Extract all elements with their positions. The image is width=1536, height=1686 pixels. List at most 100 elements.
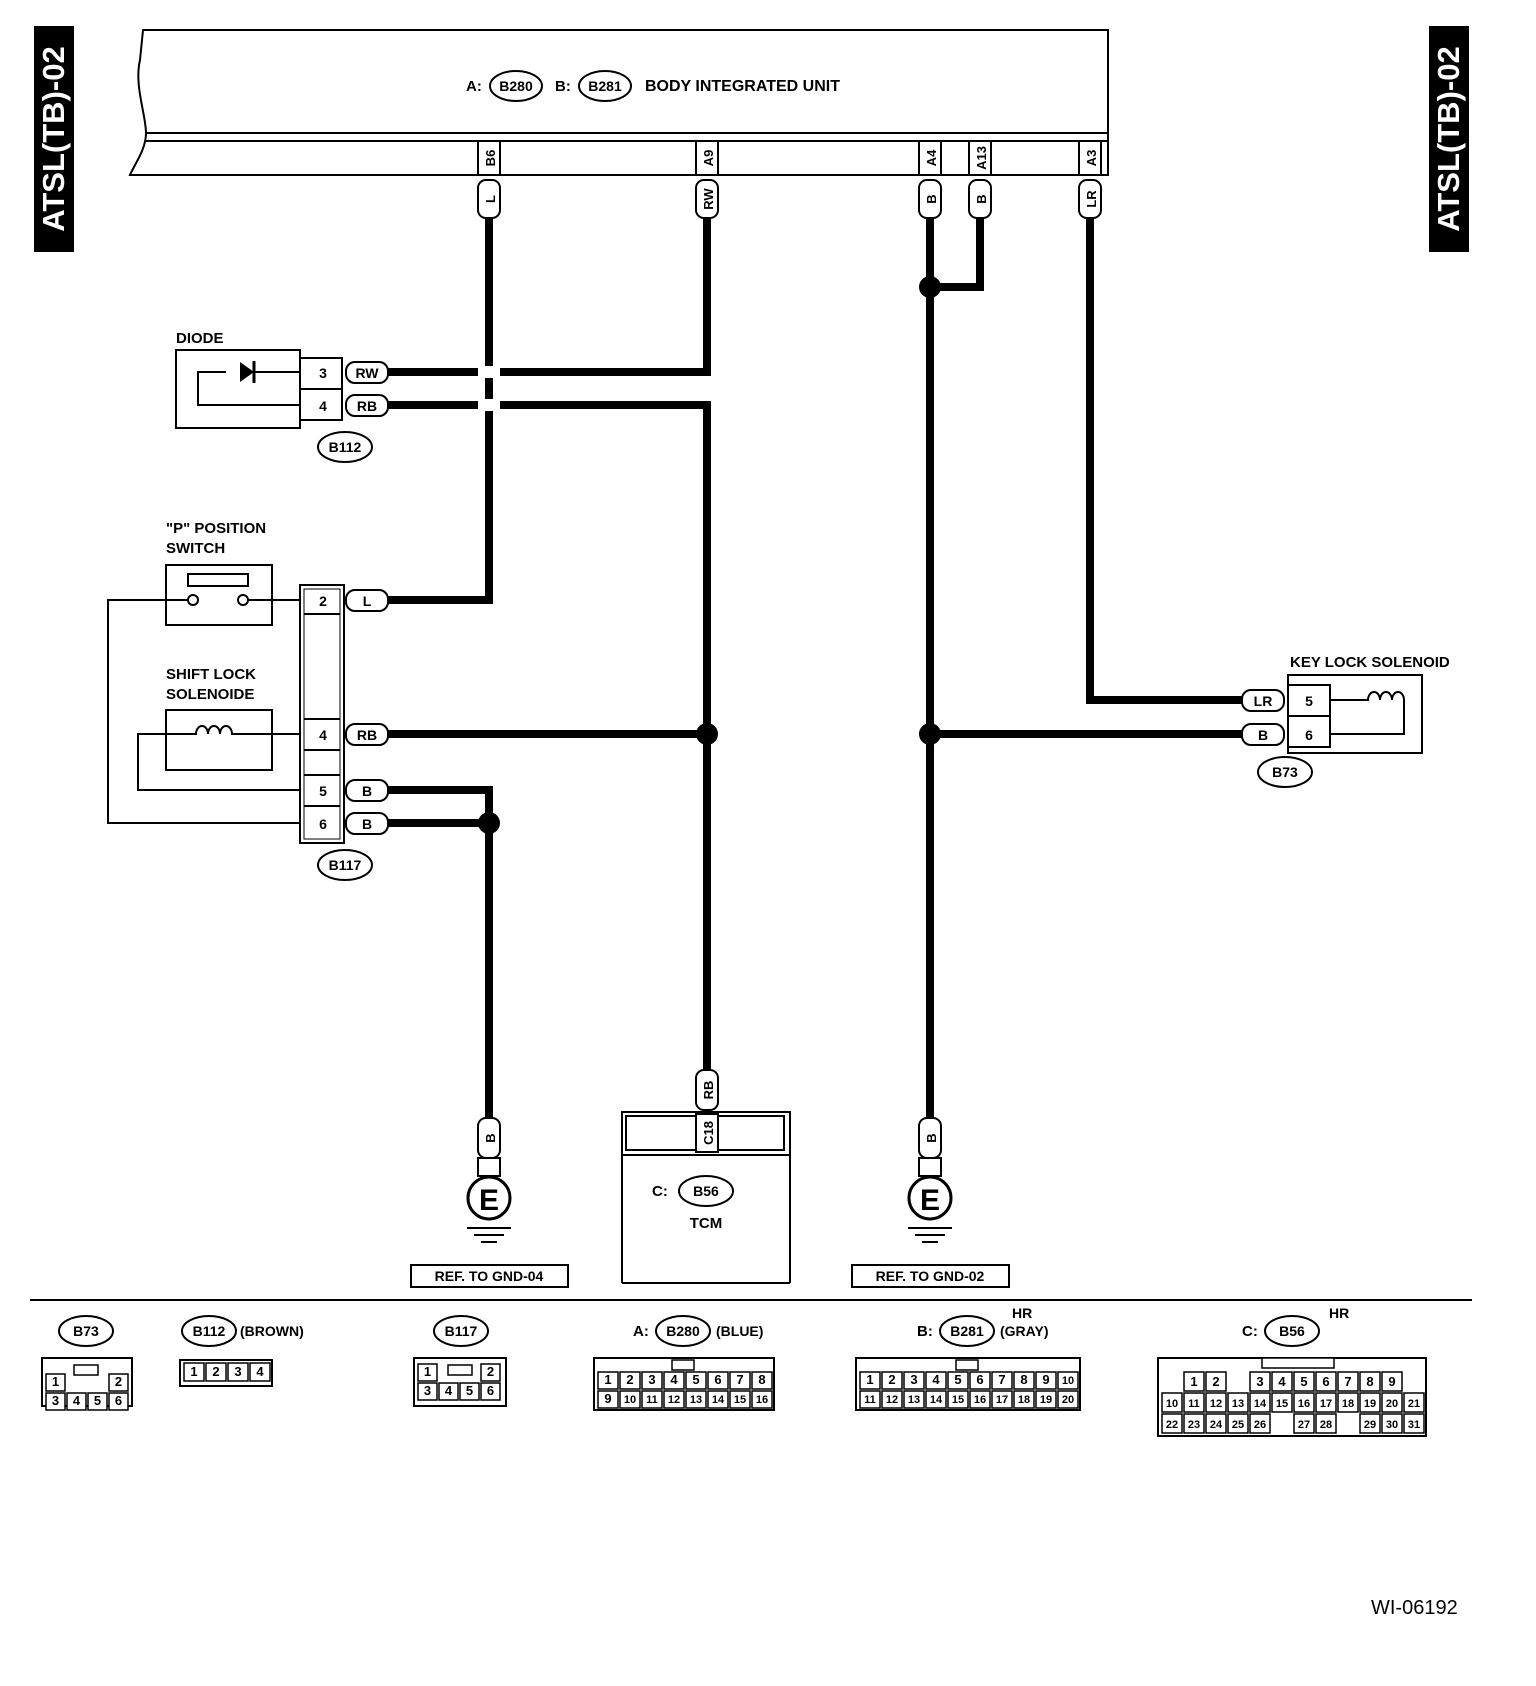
- p-switch-label-1: "P" POSITION: [166, 520, 266, 537]
- pin-number: 3: [1256, 1374, 1263, 1389]
- pin-cell: [1057, 1371, 1079, 1390]
- pin-cell: [1227, 1392, 1249, 1413]
- pin-number: 6: [714, 1372, 721, 1387]
- svg-text:B: B: [924, 194, 939, 203]
- pin-cell: [707, 1390, 729, 1409]
- pin-cell: [1161, 1392, 1183, 1413]
- b117-pin-4: 4: [319, 727, 327, 743]
- pin-cell: [108, 1373, 129, 1392]
- diode-icon: [240, 362, 254, 382]
- pin-cell: [903, 1390, 925, 1409]
- key-lock-solenoid: KEY LOCK SOLENOID 5 6 LR B B73: [1241, 654, 1450, 788]
- pin-number: 6: [1322, 1374, 1329, 1389]
- pin-number: 4: [1278, 1374, 1286, 1389]
- pin-cell: [1315, 1413, 1337, 1434]
- gnd02-symbol: E: [920, 1184, 940, 1217]
- unit-terminal-a3: A3: [1078, 140, 1102, 176]
- pin-number: 20: [1062, 1394, 1074, 1406]
- svg-text:(BROWN): (BROWN): [240, 1323, 304, 1339]
- b73-connector-label: B73: [1272, 764, 1298, 780]
- diode-wire-rw: RW: [355, 365, 379, 381]
- ground-gnd02: B E REF. TO GND-02: [851, 1117, 1010, 1288]
- pin-cell: [881, 1371, 903, 1390]
- pin-number: 2: [1212, 1374, 1219, 1389]
- pin-number: 4: [256, 1364, 264, 1379]
- svg-text:B73: B73: [73, 1323, 99, 1339]
- b117-wire-l: L: [363, 593, 372, 609]
- switch-contact-icon: [187, 594, 199, 606]
- pin-cell: [729, 1390, 751, 1409]
- pin-cell: [1183, 1392, 1205, 1413]
- pin-cell: [45, 1373, 66, 1392]
- pin-number: 4: [670, 1372, 678, 1387]
- pin-cell: [1205, 1392, 1227, 1413]
- pin-number: 25: [1232, 1419, 1244, 1431]
- unit-terminal-a13: A13: [968, 140, 992, 176]
- pin-cell: [859, 1371, 881, 1390]
- svg-text:A:: A:: [633, 1323, 649, 1340]
- pin-number: 18: [1342, 1398, 1354, 1410]
- pin-number: 1: [1190, 1374, 1197, 1389]
- pin-cell: [1227, 1413, 1249, 1434]
- gnd04-wire: B: [483, 1133, 498, 1142]
- pin-number: 8: [1366, 1374, 1373, 1389]
- pin-cell: [685, 1390, 707, 1409]
- pin-number: 9: [1388, 1374, 1395, 1389]
- pin-number: 13: [690, 1394, 702, 1406]
- pin-number: 14: [930, 1394, 943, 1406]
- diode-pin-4: 4: [319, 398, 327, 414]
- pin-number: 6: [976, 1372, 983, 1387]
- pin-cell: [707, 1371, 729, 1390]
- shift-lock-label-2: SOLENOIDE: [166, 686, 254, 703]
- unit-pin-a3: A3: [1084, 150, 1099, 167]
- pin-number: 10: [1166, 1398, 1178, 1410]
- pin-number: 9: [1042, 1372, 1049, 1387]
- pin-cell: [1249, 1413, 1271, 1434]
- pin-number: 3: [648, 1372, 655, 1387]
- pin-cell: [1013, 1390, 1035, 1409]
- tcm-component: RB C18 C: B56 TCM: [621, 1069, 791, 1284]
- pin-cell: [1359, 1371, 1381, 1392]
- pin-number: 11: [646, 1394, 658, 1406]
- svg-text:B280: B280: [666, 1323, 700, 1339]
- pin-cell: [1293, 1413, 1315, 1434]
- pin-number: 2: [212, 1364, 219, 1379]
- pin-number: 7: [1344, 1374, 1351, 1389]
- pin-cell: [438, 1382, 459, 1401]
- connector-b117: 2 4 5 6 L RB B B B117: [299, 584, 389, 881]
- pin-cell: [480, 1363, 501, 1382]
- wire-label-rw-top: RW: [695, 179, 719, 219]
- wire-gaps: [478, 366, 500, 411]
- pin-number: 5: [466, 1383, 473, 1398]
- b73-pin-5: 5: [1305, 693, 1313, 709]
- svg-text:B56: B56: [1279, 1323, 1305, 1339]
- unit-terminal-a9: A9: [695, 140, 719, 176]
- pin-number: 7: [736, 1372, 743, 1387]
- pin-cell: [1381, 1413, 1403, 1434]
- pin-number: 9: [604, 1391, 611, 1406]
- wires: [388, 218, 1242, 1118]
- b117-pin-6: 6: [319, 816, 327, 832]
- pin-number: 13: [1232, 1398, 1244, 1410]
- pin-cell: [969, 1371, 991, 1390]
- pin-number: 19: [1040, 1394, 1052, 1406]
- tcm-connector-b56: B56: [693, 1183, 719, 1199]
- pin-cell: [947, 1390, 969, 1409]
- unit-terminal-b6: B6: [477, 140, 501, 176]
- pin-cell: [1293, 1392, 1315, 1413]
- splice-gnd04: [478, 812, 500, 834]
- pin-number: 1: [190, 1364, 197, 1379]
- pin-number: 2: [487, 1364, 494, 1379]
- pin-number: 1: [424, 1364, 431, 1379]
- diode-component: DIODE 3 4 RW RB B112: [175, 330, 389, 463]
- pin-number: 29: [1364, 1419, 1376, 1431]
- unit-pin-a4: A4: [924, 149, 939, 166]
- pin-cell: [108, 1392, 129, 1411]
- pin-cell: [480, 1382, 501, 1401]
- pin-cell: [1183, 1413, 1205, 1434]
- pin-number: 11: [1188, 1398, 1200, 1410]
